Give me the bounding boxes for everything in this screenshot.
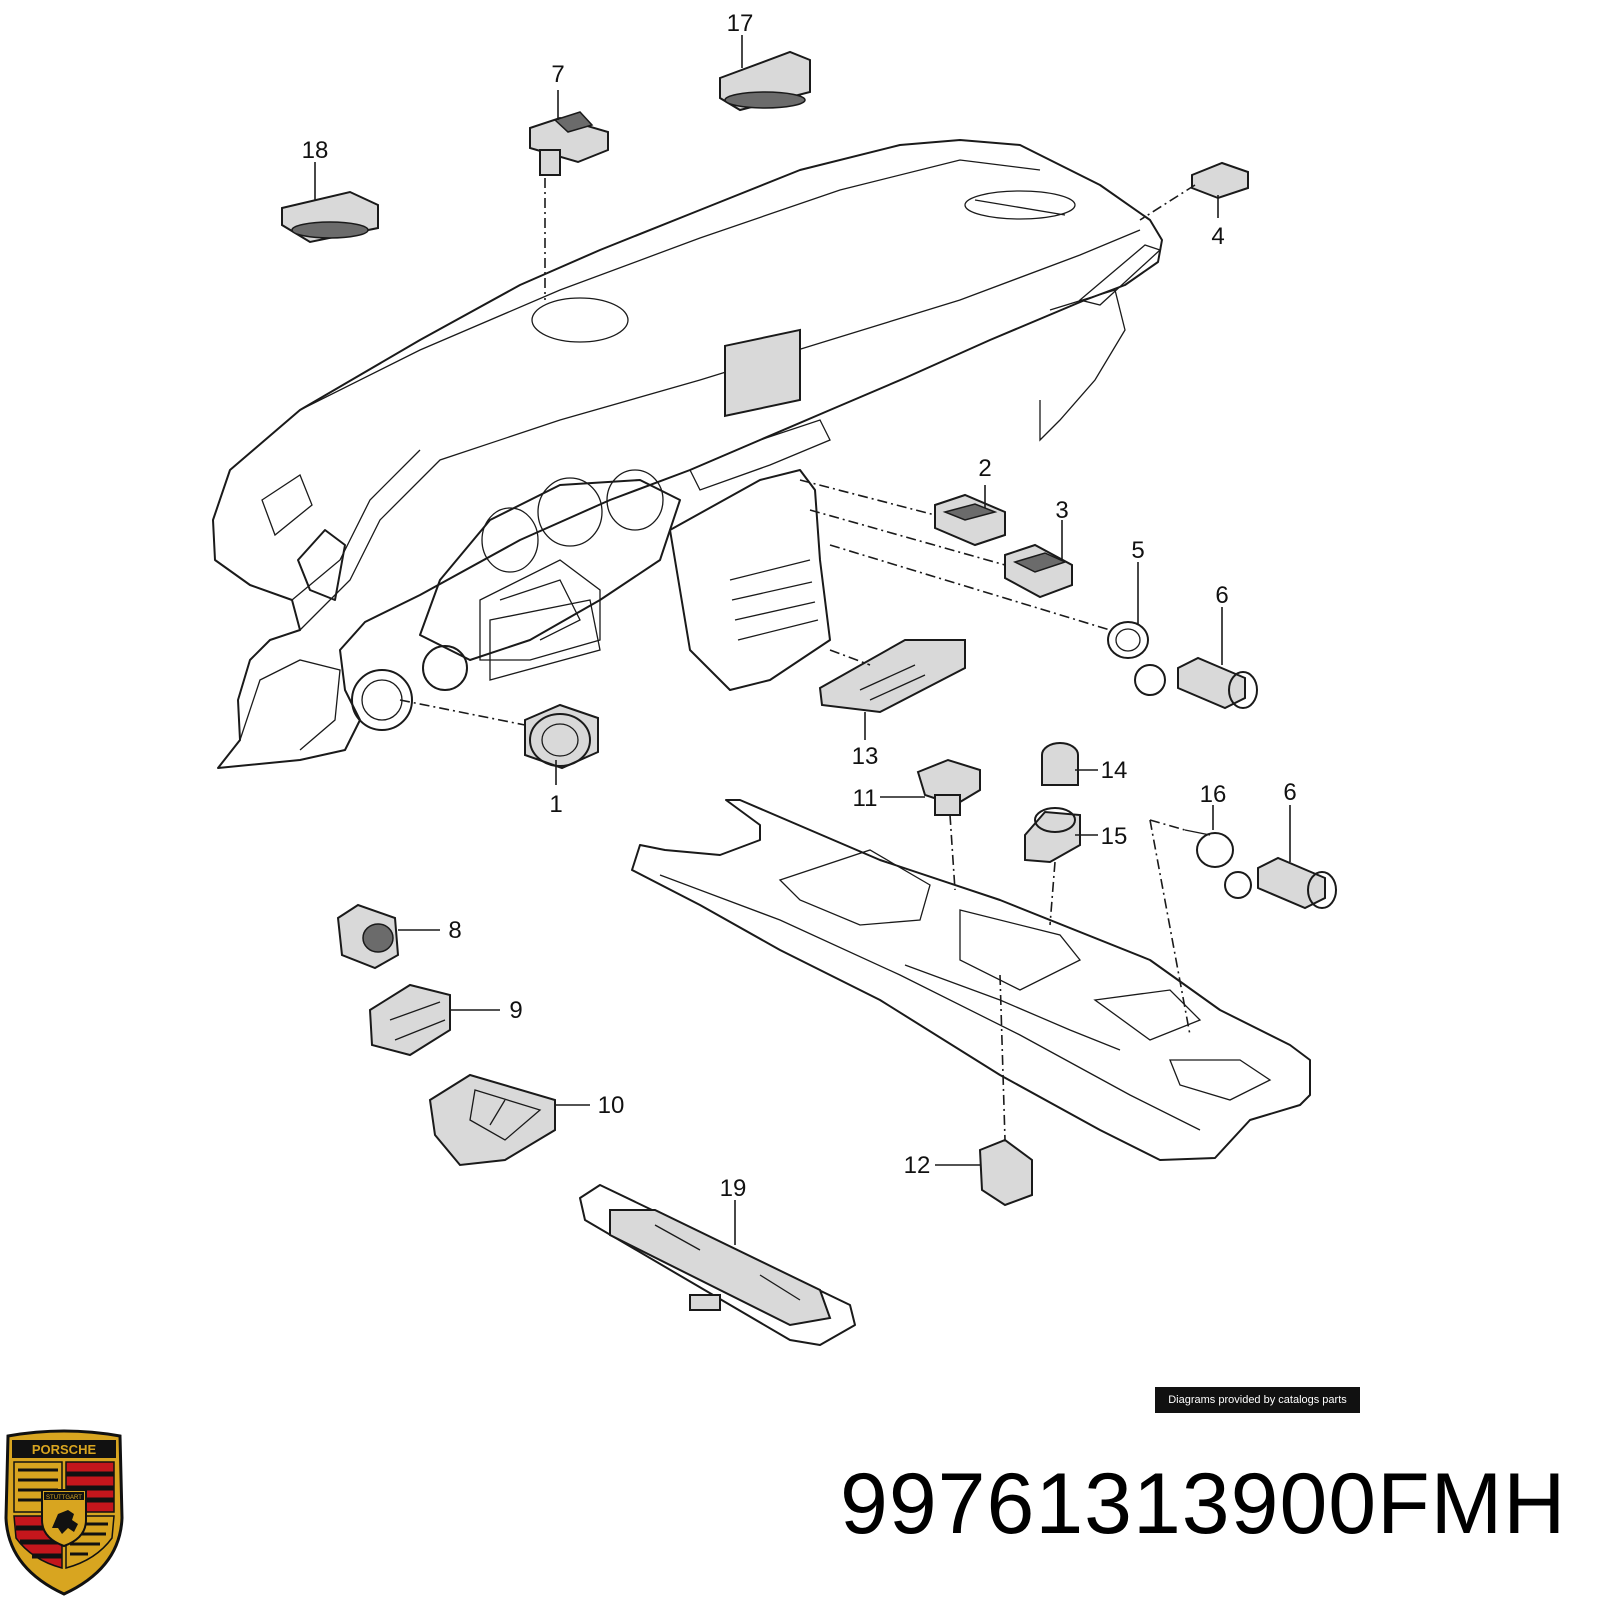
callout-15: 15	[1101, 823, 1128, 850]
part-5-socket	[1107, 621, 1166, 696]
callout-3: 3	[1055, 497, 1068, 524]
part-8-mirror-switch	[336, 903, 400, 970]
part-17-lamp	[719, 50, 811, 112]
part-14-socket	[1041, 742, 1079, 786]
callout-8: 8	[448, 917, 461, 944]
center-console	[631, 799, 1311, 1161]
part-3-switch	[1004, 543, 1073, 599]
callout-13: 13	[852, 743, 879, 770]
part-11-switch	[916, 758, 981, 816]
part-2-switch	[934, 493, 1006, 547]
part-10-window-switch	[428, 1073, 556, 1167]
callout-6-bottom: 6	[1283, 779, 1296, 806]
crest-center-text: STUTTGART	[46, 1495, 82, 1501]
assembly-lines	[399, 178, 1196, 1141]
part-6-lighter-bottom	[1257, 856, 1337, 910]
horse-icon	[52, 1510, 78, 1534]
callout-labels: 1 2 3 4 5 6 6 7 8 9 10 11 12 13 14 15 16…	[302, 10, 1297, 1202]
leader-lines	[314, 35, 1291, 1245]
callout-18: 18	[302, 137, 329, 164]
part-12-switch	[978, 1138, 1033, 1207]
part-18-lamp	[281, 190, 379, 244]
callout-4: 4	[1211, 223, 1224, 250]
dashboard-panel	[212, 139, 1163, 769]
callout-19: 19	[720, 1175, 747, 1202]
callout-10: 10	[598, 1092, 625, 1119]
callout-2: 2	[978, 455, 991, 482]
part-16-socket	[1184, 829, 1252, 899]
callout-5: 5	[1131, 537, 1144, 564]
porsche-crest-logo: PORSCHE STUTTGART	[4, 1429, 124, 1596]
crest-top-text: PORSCHE	[32, 1442, 97, 1457]
callout-11: 11	[853, 785, 878, 812]
part-number: 99761313900FMH	[840, 1456, 1567, 1552]
part-4-switch	[1191, 161, 1249, 200]
callout-17: 17	[727, 10, 754, 37]
callout-6-top: 6	[1215, 582, 1228, 609]
callout-12: 12	[904, 1152, 931, 1179]
part-9-switch-block	[368, 983, 451, 1057]
part-19-window-switch-panel	[579, 1184, 856, 1346]
callout-16: 16	[1200, 781, 1227, 808]
part-15-socket-holder	[1024, 807, 1081, 864]
callout-1: 1	[549, 791, 562, 818]
part-7-switch	[529, 111, 609, 176]
callout-7: 7	[551, 61, 564, 88]
callout-14: 14	[1101, 757, 1128, 784]
part-1-light-switch	[524, 703, 599, 770]
diagram-credit-banner: Diagrams provided by catalogs parts	[1155, 1387, 1360, 1413]
part-13-switch-panel	[818, 639, 966, 714]
part-6-lighter-top	[1177, 656, 1258, 710]
callout-9: 9	[509, 997, 522, 1024]
